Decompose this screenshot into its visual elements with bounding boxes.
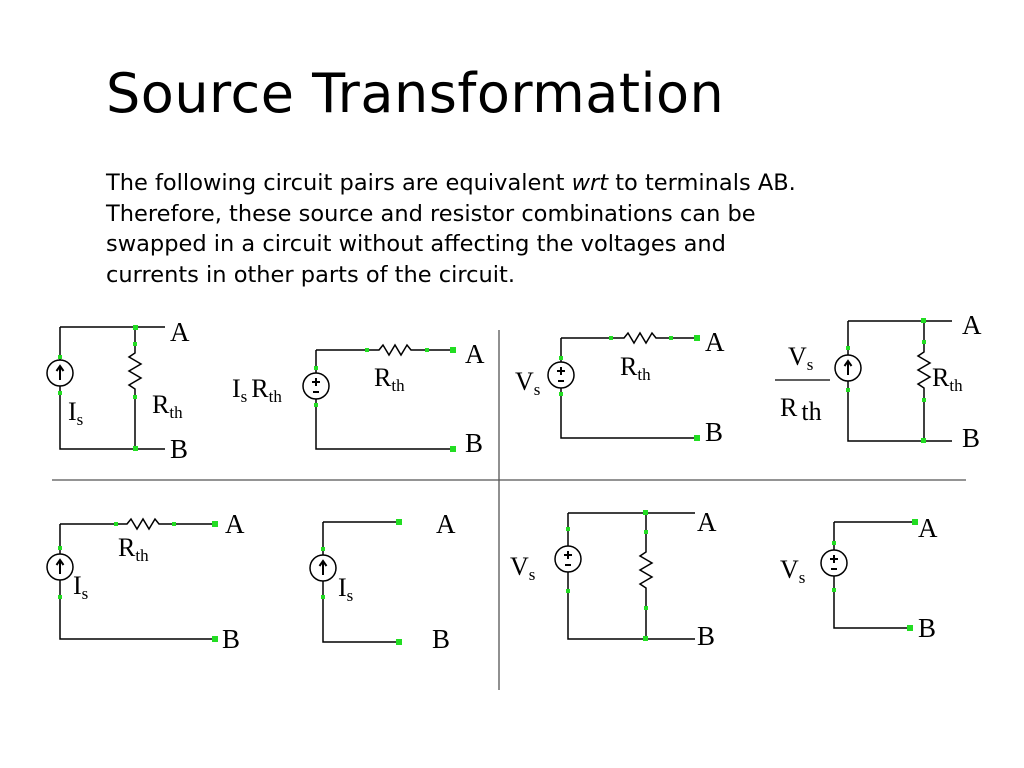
terminal-b-label: B bbox=[432, 624, 450, 654]
voltage-source-icon bbox=[547, 361, 575, 389]
rth-label: Rth bbox=[118, 533, 149, 565]
resistor-icon bbox=[917, 340, 931, 398]
intro-paragraph: The following circuit pairs are equivale… bbox=[106, 168, 966, 290]
intro-text: The following circuit pairs are equivale… bbox=[106, 170, 572, 196]
terminal-a-label: A bbox=[962, 310, 982, 340]
terminal-a-label: A bbox=[436, 509, 456, 539]
intro-text: to terminals AB. bbox=[608, 170, 796, 196]
vs-label: Vs bbox=[510, 552, 535, 584]
resistor-icon bbox=[367, 344, 425, 356]
current-source-icon bbox=[46, 553, 74, 581]
current-source-icon bbox=[46, 359, 74, 387]
terminal-a-label: A bbox=[465, 339, 485, 369]
resistor-icon bbox=[115, 518, 173, 530]
current-source-icon bbox=[309, 554, 337, 582]
page-title: Source Transformation bbox=[106, 62, 725, 125]
voltage-source-icon bbox=[820, 549, 848, 577]
voltage-source-icon bbox=[302, 372, 330, 400]
terminal-b-label: B bbox=[705, 417, 723, 447]
resistor-icon bbox=[639, 540, 653, 598]
intro-emphasis: wrt bbox=[571, 170, 609, 196]
circuit-current-source-series-resistor: A B Rth Is bbox=[46, 509, 245, 654]
circuit-vs-parallel-resistor: A B Vs bbox=[510, 507, 717, 651]
rth-label: Rth bbox=[932, 363, 963, 395]
vs-label: Vs bbox=[515, 367, 540, 399]
is-label: Is bbox=[338, 573, 353, 605]
intro-line-1: The following circuit pairs are equivale… bbox=[106, 168, 966, 199]
rth-label: Rth bbox=[374, 363, 405, 395]
rth-label: Rth bbox=[620, 352, 651, 384]
intro-line-4: currents in other parts of the circuit. bbox=[106, 261, 515, 288]
current-source-icon bbox=[834, 354, 862, 382]
circuit-voltage-source-only: A B Vs bbox=[780, 513, 938, 643]
circuit-current-source-parallel-resistor: A B Is Rth bbox=[46, 317, 190, 464]
resistor-icon bbox=[612, 332, 670, 344]
terminal-a-label: A bbox=[918, 513, 938, 543]
circuit-vs-series-resistor: A B Vs Rth bbox=[515, 327, 725, 447]
terminal-b-label: B bbox=[697, 621, 715, 651]
terminal-b-label: B bbox=[170, 434, 188, 464]
terminal-b-label: B bbox=[465, 428, 483, 458]
vs-label: Vs bbox=[780, 555, 805, 587]
is-label: Is bbox=[68, 397, 83, 429]
circuit-current-source-only: A B Is bbox=[309, 509, 456, 654]
intro-line-2: Therefore, these source and resistor com… bbox=[106, 200, 756, 227]
resistor-icon bbox=[128, 341, 142, 399]
voltage-source-icon bbox=[554, 545, 582, 573]
terminal-b-label: B bbox=[962, 423, 980, 453]
terminal-b-label: B bbox=[918, 613, 936, 643]
rth-label: Rth bbox=[152, 390, 183, 422]
terminal-a-label: A bbox=[225, 509, 245, 539]
terminal-a-label: A bbox=[705, 327, 725, 357]
terminal-a-label: A bbox=[697, 507, 717, 537]
terminal-a-label: A bbox=[170, 317, 190, 347]
terminal-b-label: B bbox=[222, 624, 240, 654]
is-label: Is bbox=[73, 571, 88, 603]
vs-label: Vs bbox=[788, 342, 813, 374]
intro-line-3: swapped in a circuit without affecting t… bbox=[106, 231, 726, 257]
